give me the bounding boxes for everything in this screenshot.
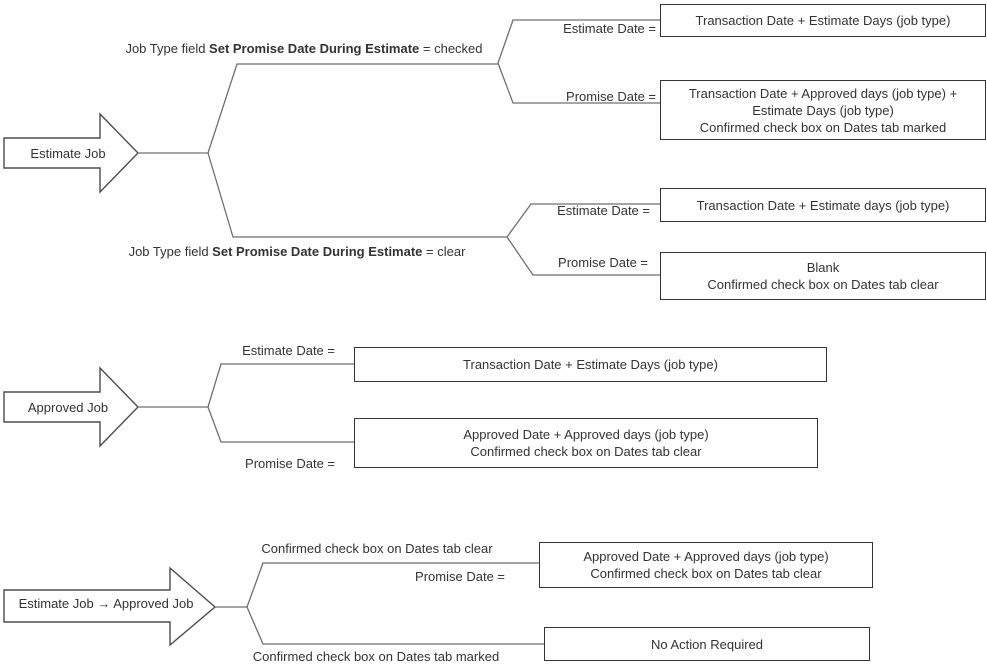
estimate-date-label: Estimate Date = [242, 343, 335, 358]
connector-s1-promise-date-1 [497, 62, 660, 104]
result-box-transaction-plus-estimate-days: Transaction Date + Estimate Days (job ty… [660, 4, 986, 37]
connector-s3-marked [246, 606, 544, 645]
connector-s2-estimate-date [207, 363, 354, 408]
connector-s1-estimate-date-2 [506, 203, 660, 238]
result-box-transaction-plus-approved-plus-estimate: Transaction Date + Approved days (job ty… [660, 80, 986, 140]
estimate-job-arrow-shape [3, 112, 139, 194]
branch-label-confirmed-clear: Confirmed check box on Dates tab clear [261, 541, 493, 556]
estimate-date-label: Estimate Date = [557, 203, 650, 218]
branch-label-confirmed-marked: Confirmed check box on Dates tab marked [252, 649, 500, 664]
result-box-line: Confirmed check box on Dates tab clear [707, 277, 939, 292]
result-box-line: Confirmed check box on Dates tab clear [470, 444, 702, 459]
result-box-transaction-plus-estimate-days-clear: Transaction Date + Estimate days (job ty… [660, 188, 986, 222]
branch-label-bold: Set Promise Date During Estimate [209, 41, 420, 56]
connector-s1-promise-date-2 [506, 236, 660, 276]
result-box-line: Transaction Date + Estimate Days (job ty… [463, 357, 718, 372]
result-box-line: Approved Date + Approved days (job type) [583, 549, 829, 564]
promise-date-label: Promise Date = [245, 456, 335, 471]
promise-date-label: Promise Date = [566, 89, 656, 104]
result-box-line: Approved Date + Approved days (job type) [463, 427, 709, 442]
branch-label-set-promise-clear: Job Type field Set Promise Date During E… [119, 245, 475, 259]
branch-label-set-promise-checked: Job Type field Set Promise Date During E… [119, 42, 489, 56]
result-box-line: Transaction Date + Approved days (job ty… [688, 85, 958, 101]
result-box-transaction-plus-estimate-days-approved: Transaction Date + Estimate Days (job ty… [354, 347, 827, 382]
result-box-approved-date-plus-approved-days-transition: Approved Date + Approved days (job type)… [539, 542, 873, 588]
approved-job-arrow-shape [3, 366, 139, 448]
branch-label-suffix: = clear [422, 244, 466, 259]
estimate-job-arrow-label: Estimate Job [30, 146, 106, 161]
result-box-no-action-required: No Action Required [544, 627, 870, 661]
connector-s2-promise-date [207, 406, 354, 443]
connector-s1-estimate-date-1 [497, 19, 660, 64]
approved-job-arrow-label: Approved Job [27, 400, 109, 415]
promise-date-label: Promise Date = [415, 569, 505, 584]
result-box-blank: Blank Confirmed check box on Dates tab c… [660, 252, 986, 300]
estimate-to-approved-arrow-label: Estimate Job → Approved Job [18, 596, 194, 611]
result-box-line: Estimate Days (job type) [752, 102, 894, 118]
estimate-date-label: Estimate Date = [563, 21, 656, 36]
promise-date-label: Promise Date = [558, 255, 648, 270]
connector-s1-branch-clear [207, 152, 507, 238]
connector-s3-clear [246, 562, 539, 608]
connector-s1-branch-checked [207, 63, 498, 154]
result-box-line: Blank [806, 260, 840, 275]
result-box-line: Transaction Date + Estimate days (job ty… [696, 197, 950, 213]
branch-label-bold: Set Promise Date During Estimate [212, 244, 423, 259]
estimate-to-approved-arrow-shape [3, 566, 217, 647]
result-box-line: Transaction Date + Estimate Days (job ty… [695, 13, 951, 28]
result-box-line: Confirmed check box on Dates tab clear [590, 566, 822, 581]
result-box-approved-date-plus-approved-days: Approved Date + Approved days (job type)… [354, 418, 818, 468]
branch-label-prefix: Job Type field [125, 41, 210, 56]
branch-label-suffix: = checked [419, 41, 483, 56]
branch-label-prefix: Job Type field [128, 244, 213, 259]
result-box-line: No Action Required [650, 636, 763, 652]
result-box-line: Confirmed check box on Dates tab marked [699, 119, 947, 135]
